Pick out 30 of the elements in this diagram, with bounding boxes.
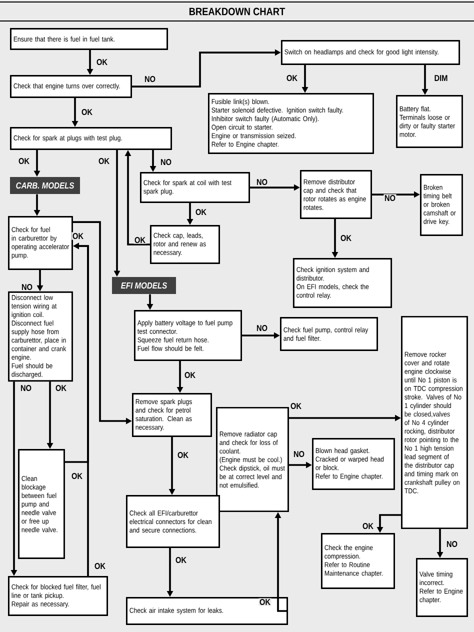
edge-label: NO xyxy=(446,540,458,548)
edge-label: NO xyxy=(256,178,268,186)
edge-label: OK xyxy=(70,472,84,480)
edge-label: OK xyxy=(362,522,374,530)
edge-label: OK xyxy=(18,157,30,165)
edge-label: OK xyxy=(94,562,106,570)
edge-label: NO xyxy=(256,324,268,332)
edge-label: NO xyxy=(20,283,34,291)
edge-label: OK xyxy=(176,451,190,459)
edge-label: OK xyxy=(286,74,298,82)
edge-label: OK xyxy=(174,556,188,564)
model-label: CARB. MODELS xyxy=(10,176,80,194)
edge-label: NO xyxy=(160,158,172,166)
edge-label: NO xyxy=(20,384,32,392)
edge-label: OK xyxy=(184,371,196,379)
edge-label: NO xyxy=(144,75,156,83)
edge-label: NO xyxy=(384,194,396,202)
edge-label: OK xyxy=(72,232,84,240)
edge-label: OK xyxy=(134,236,146,244)
edge-label: OK xyxy=(80,108,94,116)
model-label: EFI MODELS xyxy=(112,276,176,294)
edge-label: OK xyxy=(98,157,110,165)
edge-label: NO xyxy=(292,450,306,458)
edge-label: OK xyxy=(54,384,68,392)
edge-label: OK xyxy=(194,208,208,216)
edge-label: OK xyxy=(96,58,108,66)
edge-label: OK xyxy=(340,234,352,242)
edge-label: OK xyxy=(290,402,302,410)
chart-title: BREAKDOWN CHART xyxy=(189,8,286,16)
edge-label: OK xyxy=(258,598,272,606)
